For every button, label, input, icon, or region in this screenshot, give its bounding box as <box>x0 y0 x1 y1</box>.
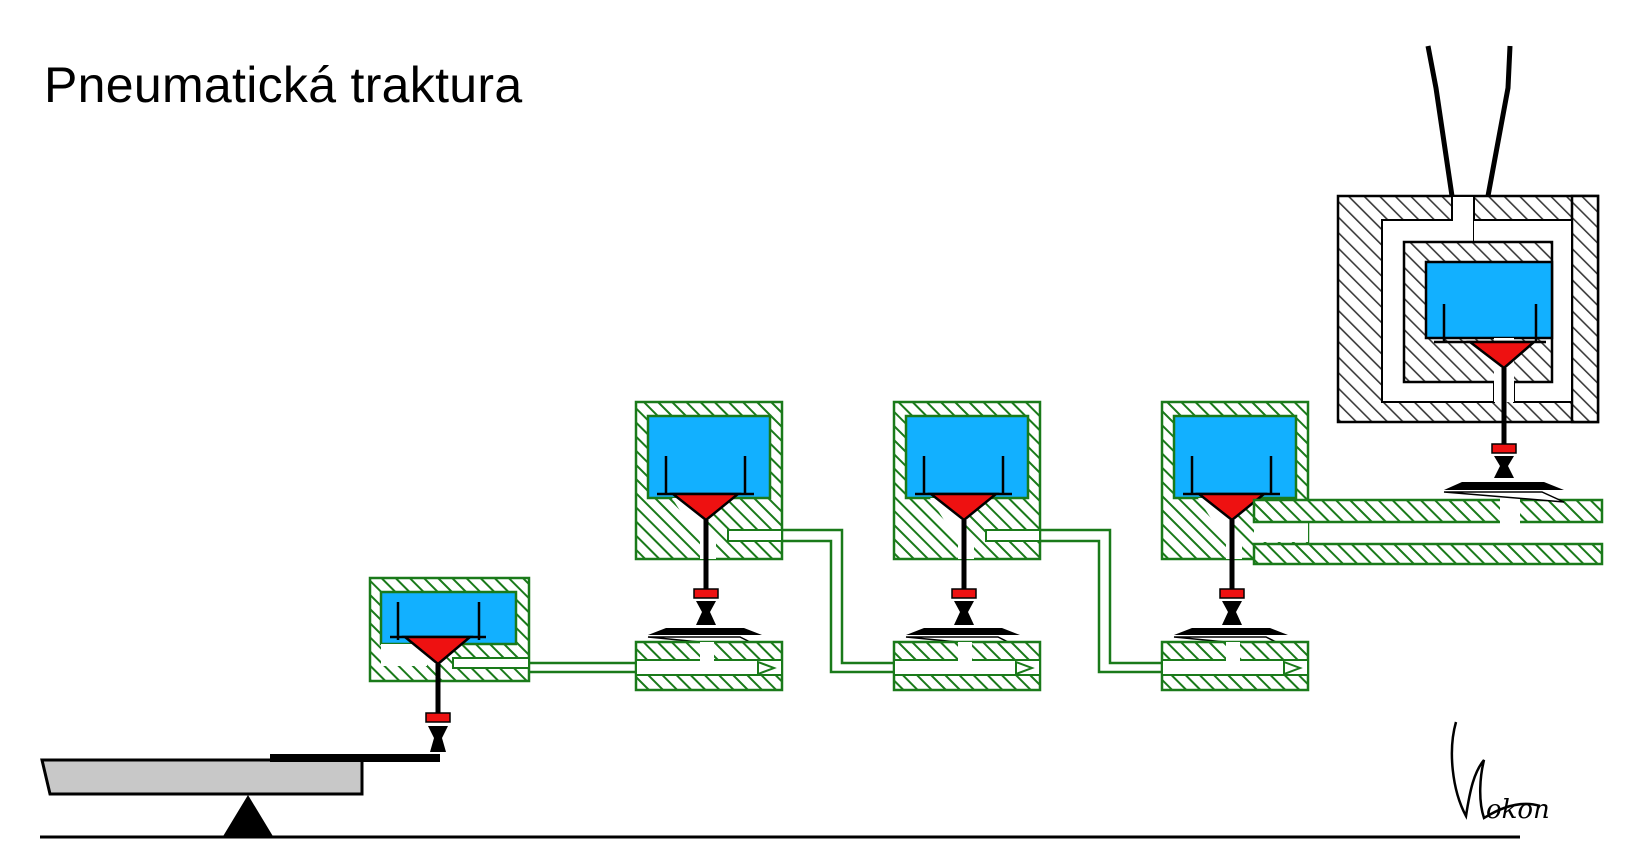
main-conduit <box>1252 498 1604 566</box>
relay-4 <box>1160 400 1310 649</box>
relay-4-chamber <box>1172 414 1298 500</box>
pipe-valve <box>1466 340 1538 370</box>
relay-2-valve <box>669 492 742 522</box>
organ-pipe-assembly <box>1336 45 1600 503</box>
intake-block-2 <box>634 640 784 692</box>
diagram-title: Pneumatická traktura <box>44 57 523 113</box>
key-bar <box>40 758 364 796</box>
relay-3-chamber <box>904 414 1030 500</box>
relay-4-valve <box>1195 492 1268 522</box>
author-signature: okon <box>1450 721 1550 825</box>
key-tail <box>270 754 440 762</box>
relay-1 <box>368 576 531 752</box>
relay-3-valve <box>927 492 1000 522</box>
relay-3 <box>892 400 1042 649</box>
fulcrum <box>222 795 274 838</box>
intake-block-3 <box>892 640 1042 692</box>
pipe-chamber <box>1424 260 1554 340</box>
intake-block-4 <box>1160 640 1310 692</box>
tubes <box>529 528 1162 674</box>
key-lever <box>40 754 440 838</box>
relay-2 <box>634 400 784 649</box>
signature-text: okon <box>1486 795 1550 825</box>
relay-1-valve <box>401 635 474 666</box>
